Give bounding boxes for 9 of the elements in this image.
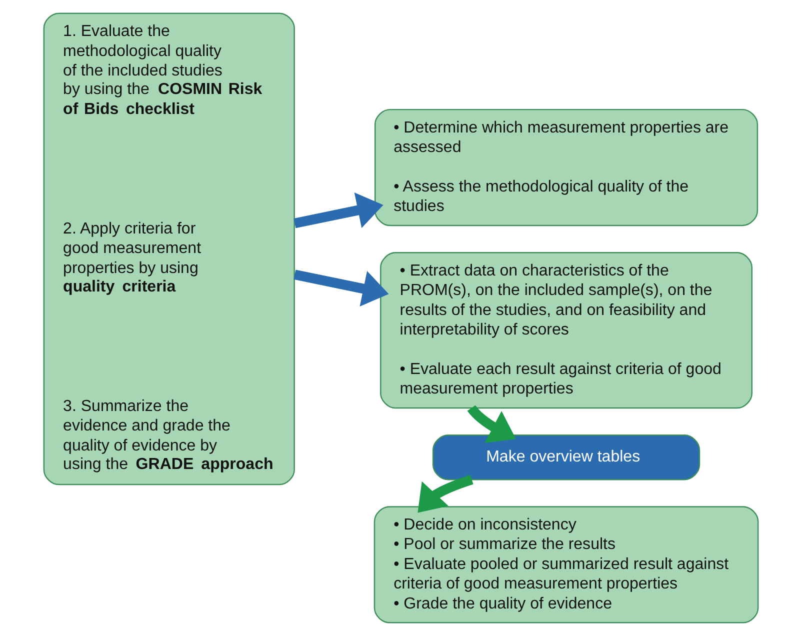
node-box: • Extract data on characteristics of the PROM(s), on the included sample(s), on the results of the studies, and on feasibility and interpretability of scores • Evaluate each result against criteria of good measurement properties	[380, 252, 752, 409]
arrow	[417, 474, 473, 513]
arrow	[293, 270, 388, 306]
node-box: Make overview tables	[432, 434, 700, 480]
node-box: • Decide on inconsistency • Pool or summarize the results • Evaluate pooled or summarized result against criteria of good measurement properties • Grade the quality of evidence	[373, 506, 758, 624]
arrow	[466, 405, 516, 443]
node-box: • Determine which measurement properties are assessed • Assess the methodological quality of the studies	[374, 108, 758, 226]
arrow	[293, 192, 383, 228]
node-box: 1. Evaluate the methodological quality of the included studies by using the COSMIN Risk of Bids checklist 2. Apply criteria for good measurement properties by using quality criteria 3. Summarize the evidence and grade the quality of evidence by using the GRADE approach	[42, 12, 294, 486]
